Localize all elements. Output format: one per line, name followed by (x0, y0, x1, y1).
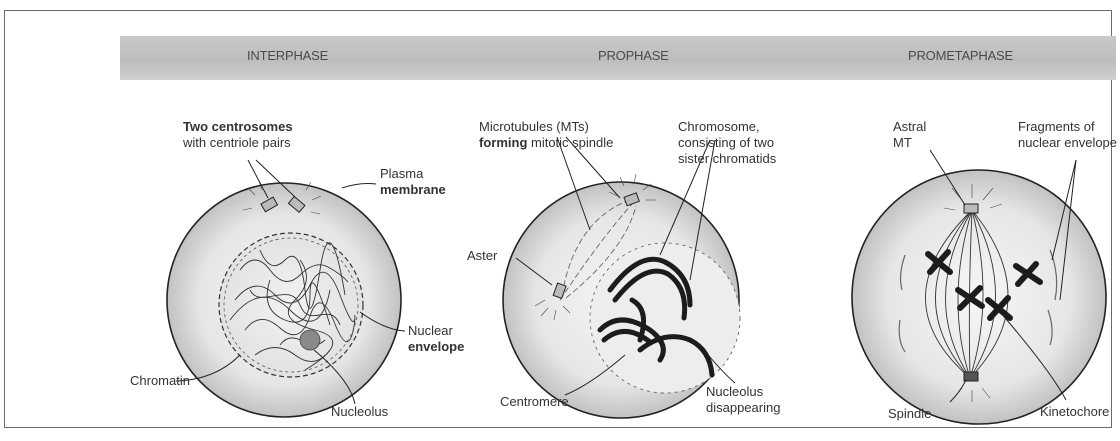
label-nucleolus-disappearing-line2: disappearing (706, 400, 780, 416)
label-nucleolus-disappearing: Nucleolus disappearing (706, 384, 780, 416)
label-nucleolus: Nucleolus (331, 404, 388, 420)
label-kinetochore: Kinetochore (1040, 404, 1109, 420)
label-microtubules: Microtubules (MTs) forming mitotic spind… (479, 119, 613, 151)
label-mitotic-spindle: mitotic spindle (527, 135, 613, 150)
label-centromere: Centromere (500, 394, 569, 410)
label-chromatin: Chromatin (130, 373, 190, 389)
label-chromosome: Chromosome, consisting of two sister chr… (678, 119, 776, 167)
label-plasma: Plasma (380, 166, 446, 182)
prophase-cell (503, 137, 740, 418)
label-two-centrosomes-bold: Two centrosomes (183, 119, 293, 135)
label-microtubules-line1: Microtubules (MTs) (479, 119, 613, 135)
label-with-centriole-pairs: with centriole pairs (183, 135, 293, 151)
label-envelope: envelope (408, 339, 464, 355)
label-fragments-line1: Fragments of (1018, 119, 1117, 135)
label-plasma-membrane: Plasma membrane (380, 166, 446, 198)
label-spindle: Spindle (888, 406, 931, 422)
label-mt: MT (893, 135, 926, 151)
label-nuclear-envelope: Nuclear envelope (408, 323, 464, 355)
label-chromosome-line1: Chromosome, (678, 119, 776, 135)
label-nucleolus-disappearing-line1: Nucleolus (706, 384, 780, 400)
label-nuclear: Nuclear (408, 323, 464, 339)
prometaphase-cell (852, 150, 1106, 424)
label-astral-mt: Astral MT (893, 119, 926, 151)
label-forming: forming (479, 135, 527, 150)
interphase-cell (167, 160, 405, 417)
label-fragments-nuclear-envelope: Fragments of nuclear envelope (1018, 119, 1117, 151)
label-membrane: membrane (380, 182, 446, 198)
label-chromosome-line3: sister chromatids (678, 151, 776, 167)
label-two-centrosomes: Two centrosomes with centriole pairs (183, 119, 293, 151)
label-fragments-line2: nuclear envelope (1018, 135, 1117, 151)
label-chromosome-line2: consisting of two (678, 135, 776, 151)
label-aster: Aster (467, 248, 497, 264)
label-astral: Astral (893, 119, 926, 135)
